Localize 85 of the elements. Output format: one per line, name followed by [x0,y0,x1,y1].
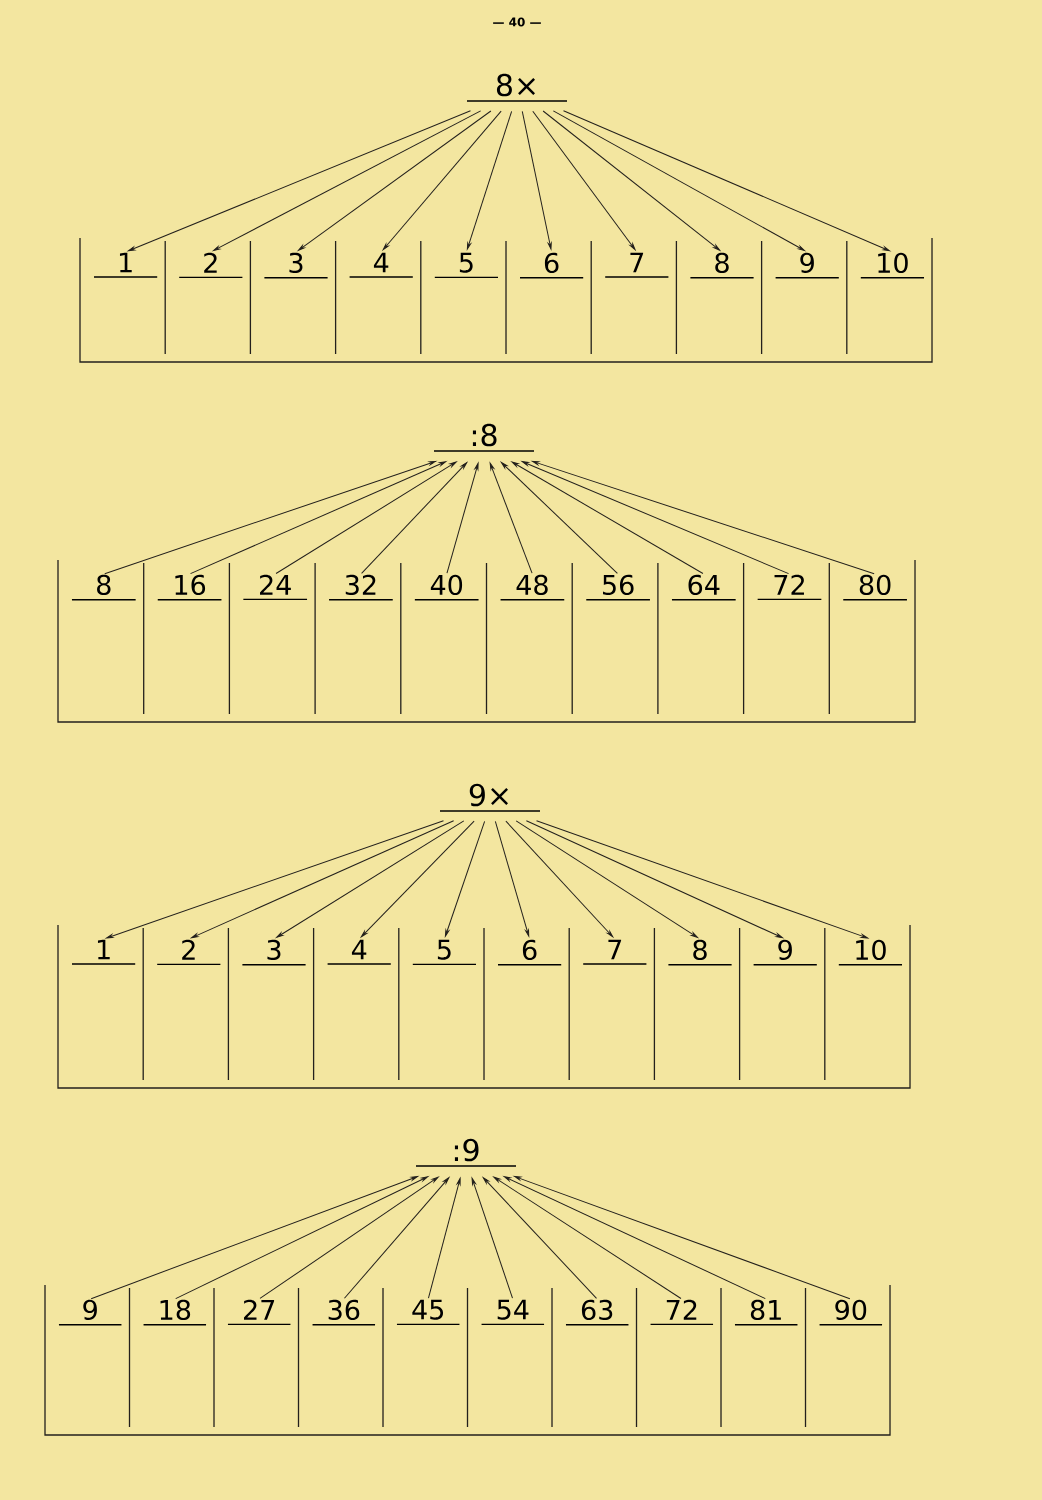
page-number: — 40 — [493,17,541,27]
arrow [382,110,502,251]
answer-cell: 27 [227,1299,292,1325]
answer-cell: 56 [585,574,651,601]
answer-cell: 5 [434,252,499,278]
answer-cell: 36 [311,1299,376,1326]
arrow [298,110,492,251]
answer-cell: 6 [519,252,584,279]
answer-cell: 8 [689,252,755,279]
answer-cell: 9 [774,252,840,279]
answer-cell: 72 [757,574,822,600]
arrow [361,462,468,574]
answer-cell: 1 [93,252,158,278]
arrow [427,1177,461,1299]
arrow [542,110,721,251]
answer-cell: 2 [156,939,222,965]
arrow [191,820,455,939]
arrow [552,110,806,251]
arrow [521,110,552,250]
answer-cell: 4 [326,939,392,965]
answer-cell: 3 [263,252,329,279]
answer-cell: 5 [412,939,477,966]
arrow [521,461,790,575]
arrow [493,1176,682,1299]
answer-cell: 2 [178,252,244,278]
arrow [190,461,447,575]
arrow [446,462,479,574]
answer-cell: 81 [734,1299,799,1326]
answer-cell: 18 [142,1299,207,1326]
answer-cell: 45 [396,1299,461,1326]
answer-cell: 9 [58,1299,123,1326]
operation-heading: :8 [433,423,535,452]
arrow [500,462,618,574]
answer-cell: 63 [565,1299,630,1326]
answer-cell: 1 [71,939,136,965]
answer-cell: 54 [480,1299,545,1326]
arrow [360,820,475,938]
arrow [106,820,444,939]
arrow [276,820,465,938]
answer-cell: 48 [499,574,565,601]
answer-cell: 40 [414,574,480,601]
answer-cell: 4 [348,252,414,278]
arrow [494,820,530,937]
operation-heading: 9× [439,783,541,812]
arrow [466,110,513,250]
arrow [259,1176,439,1299]
answer-cell: 3 [241,939,307,966]
arrow [525,820,783,939]
arrow [515,820,698,938]
arrow [532,110,636,251]
arrow [563,110,891,252]
arrow [505,820,614,938]
answer-cell: 90 [818,1299,883,1326]
answer-cell: 7 [604,252,670,278]
arrow [532,460,875,575]
answer-cell: 10 [838,939,903,966]
answer-cell: 10 [860,252,925,279]
arrow [213,110,482,252]
answer-cell: 9 [752,939,818,966]
answer-cell: 32 [328,574,394,601]
arrow [275,461,457,574]
arrow [127,110,471,252]
answer-cell: 7 [582,939,648,965]
answer-cell: 8 [71,574,137,601]
answer-cell: 64 [671,574,737,601]
answer-cell: 24 [242,574,308,600]
arrow [343,1177,450,1299]
operation-heading: :9 [415,1138,517,1167]
arrow [489,462,533,574]
answer-cell: 8 [667,939,733,966]
answer-cell: 16 [157,574,223,601]
answer-cell: 72 [649,1299,714,1325]
arrow [175,1176,429,1300]
arrow [482,1177,597,1299]
operation-heading: 8× [466,73,568,102]
arrow [90,1176,419,1300]
arrow [511,461,704,574]
arrow [471,1177,513,1299]
arrow [104,460,436,575]
arrow [513,1175,851,1300]
arrow [536,820,868,939]
answer-cell: 6 [497,939,562,966]
arrow [444,820,486,937]
answer-cell: 80 [842,574,908,601]
arrow [503,1176,766,1300]
